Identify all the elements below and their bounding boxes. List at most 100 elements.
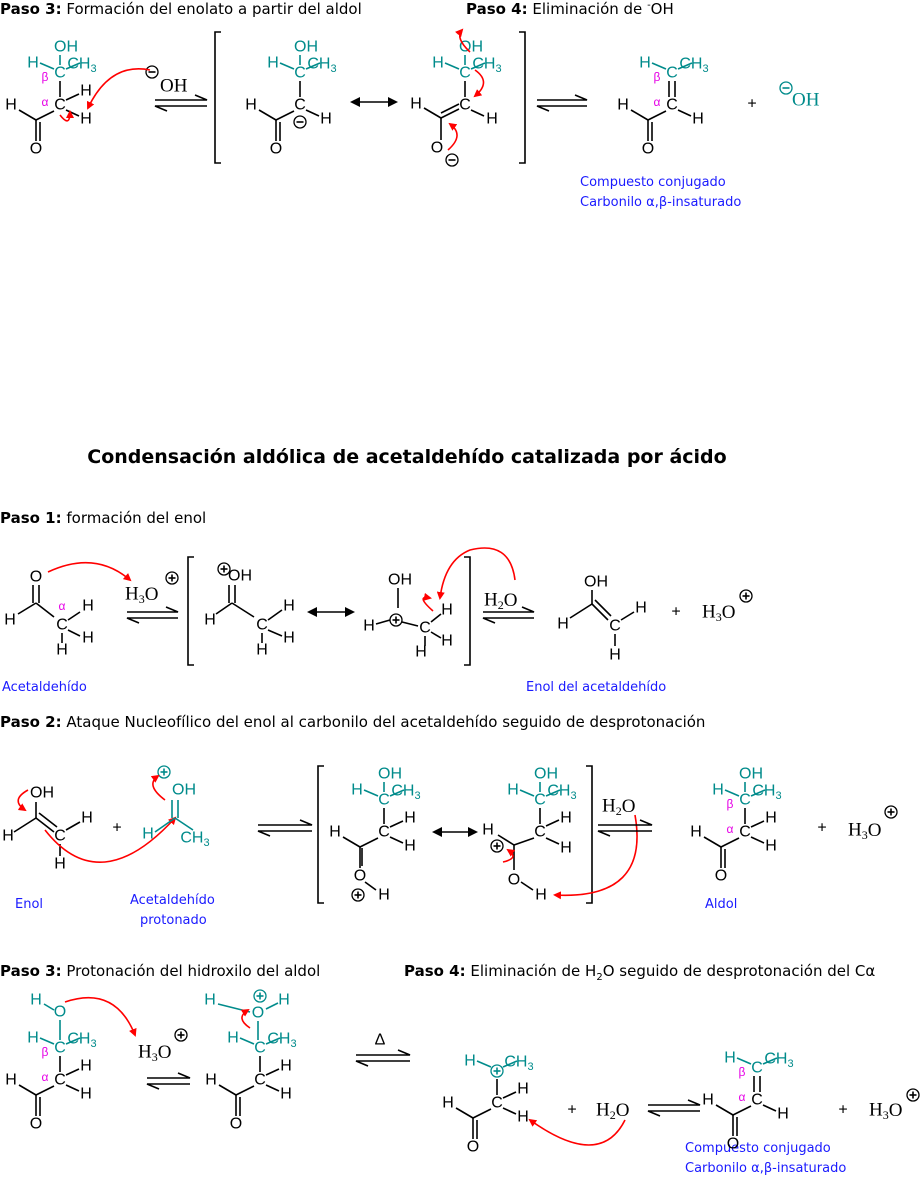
caption-enol: Enol [15,897,43,912]
bond [677,109,692,117]
atom-plus: + [112,820,121,837]
atom-oh: OH [30,785,54,802]
atom-h: H [278,992,290,1009]
positive-charge-icon [157,765,171,779]
bond [569,603,593,619]
bond [620,611,635,621]
positive-charge-icon [351,888,365,902]
curved-arrow-icon [447,122,458,151]
atom-h: H [378,887,390,904]
atom-h: H [464,1053,476,1070]
reagent-h3o: H3O [702,602,735,625]
atom-o: O [467,1139,479,1156]
bond [342,836,361,848]
bond [423,107,442,119]
negative-charge-icon [145,65,159,79]
atom-beta: β [654,70,661,84]
atom-c: C [378,792,390,809]
atom-h: H [557,616,569,633]
bond [13,817,37,833]
bond [502,1091,517,1099]
atom-h: H [30,992,42,1009]
atom-h: H [80,83,92,100]
atom-ch3: CH3 [764,1051,793,1071]
acid-step4-text-b: O seguido de desprotonación del C [603,962,866,980]
bond [720,837,740,848]
atom-oh: OH [54,39,78,56]
atom-o: O [54,1004,66,1021]
atom-delta: Δ [375,1032,386,1049]
atom-c: C [56,617,68,634]
step3-label: Paso 3: [0,0,62,18]
atom-h: H [82,598,94,615]
negative-charge-icon [293,115,307,129]
bond [651,62,667,70]
acid-step1-text: formación del enol [62,509,207,527]
atom-h: H [404,838,416,855]
atom-h: H [280,1086,292,1103]
atom-oh: OH [584,574,608,591]
bond [35,1085,55,1096]
atom-c: C [491,1095,503,1112]
caption-conjugated-2: Compuesto conjugado [685,1141,831,1156]
atom-o: O [727,1136,739,1153]
atom-ch3: CH3 [752,783,781,803]
caption-enol-acetaldehyde: Enol del acetaldehído [526,680,666,695]
bond [762,1057,778,1065]
bond [43,1003,55,1011]
atom-h: H [5,97,17,114]
equilibrium-arrow-icon [126,606,179,624]
bond [267,629,283,637]
atom-h: H [404,810,416,827]
curved-arrow-icon [528,1118,626,1146]
reagent-hydroxide: OH [160,76,188,97]
curved-arrow-icon [502,848,516,863]
caption-aldol: Aldol [705,897,737,912]
bond [513,837,535,846]
bond [265,1002,279,1010]
positive-charge-icon [739,589,753,603]
atom-h: H [432,55,444,72]
atom-alpha: α [727,822,734,836]
atom-h: H [712,782,724,799]
atom-plus: + [567,1102,576,1119]
section-title: Condensación aldólica de acetaldehído ca… [87,446,726,468]
resonance-arrow-icon [307,607,355,617]
atom-ch3: CH3 [679,56,708,76]
bond [218,1084,237,1096]
bond [715,1104,734,1116]
atom-c: C [54,65,66,82]
bond [265,1084,280,1092]
atom-oh: OH [534,766,558,783]
bond [258,109,277,121]
atom-o: O [270,141,282,158]
equilibrium-arrow-icon [257,819,313,837]
acid-step4-greek: α [865,962,875,980]
atom-o: O [252,1005,264,1022]
atom-h: H [5,1072,17,1089]
atom-plus: + [671,604,680,621]
atom-ch3: CH3 [391,783,420,803]
atom-h: H [535,887,547,904]
positive-charge-icon [253,989,267,1003]
atom-h: H [2,828,14,845]
positive-charge-icon [906,1088,920,1102]
bond [265,1037,281,1045]
caption-conjugated: Compuesto conjugado [580,175,726,190]
atom-c: C [54,828,66,845]
atom-c: C [751,1060,763,1077]
atom-oh: OH [739,766,763,783]
atom-oh: OH [228,568,252,585]
curved-arrow-icon [455,28,471,53]
bond [497,834,515,846]
atom-c: C [256,617,268,634]
acid-step3-label: Paso 3: [0,962,62,980]
atom-h: H [609,647,621,664]
bond [174,817,194,831]
atom-beta: β [42,70,49,84]
atom-h: H [27,1030,39,1047]
atom-oh: OH [378,766,402,783]
bond [305,62,321,70]
bond [647,110,667,121]
atom-o: O [508,872,520,889]
